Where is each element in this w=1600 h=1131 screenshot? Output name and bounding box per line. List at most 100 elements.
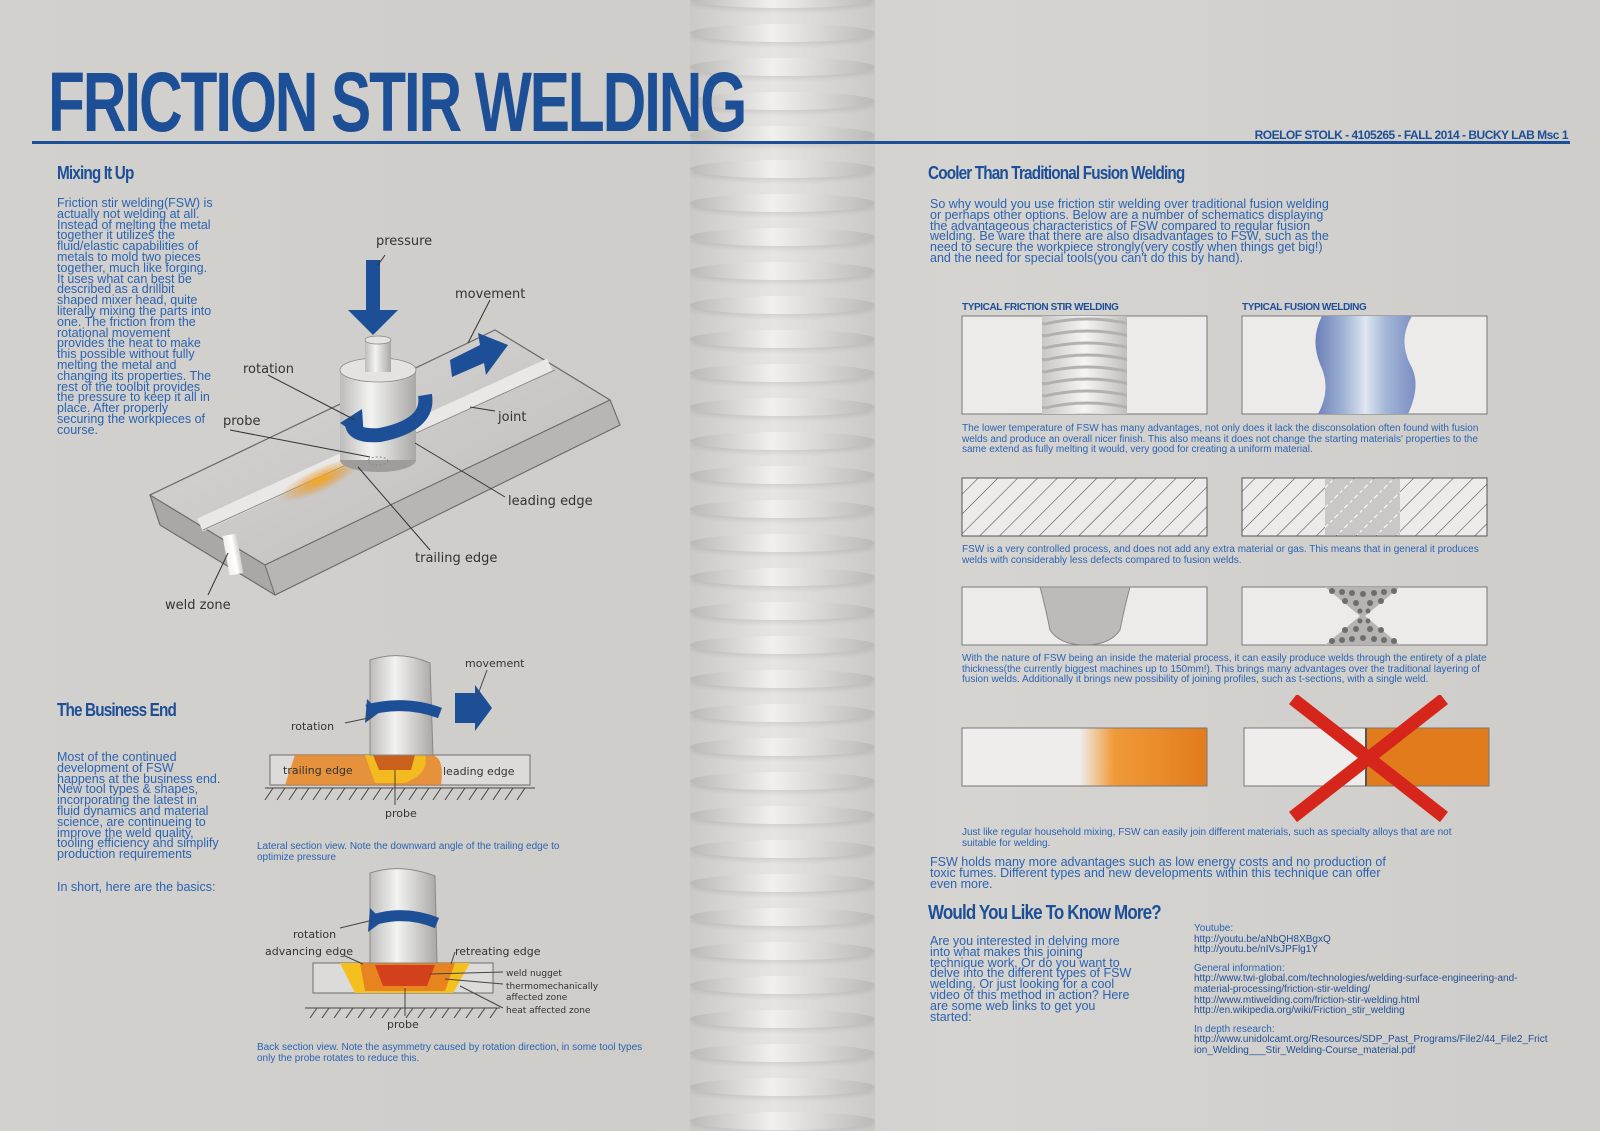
cooler-heading: Cooler Than Traditional Fusion Welding bbox=[928, 163, 1185, 183]
more-heading: Would You Like To Know More? bbox=[928, 902, 1162, 924]
back-label-advancing: advancing edge bbox=[265, 945, 353, 958]
finish-comparison bbox=[961, 315, 1488, 415]
band-ridge bbox=[690, 262, 875, 280]
band-ridge bbox=[690, 704, 875, 722]
band-ridge bbox=[690, 568, 875, 586]
youtube-label: Youtube: bbox=[1194, 923, 1234, 934]
band-ridge bbox=[690, 1112, 875, 1130]
band-ridge bbox=[690, 160, 875, 178]
band-ridge bbox=[690, 670, 875, 688]
link-general-2[interactable]: http://www.mtiwelding.com/friction-stir-… bbox=[1194, 994, 1420, 1006]
label-leading-edge: leading edge bbox=[508, 494, 593, 509]
cross-icon bbox=[1288, 695, 1449, 823]
link-youtube-1[interactable]: http://youtu.be/aNbQH8XBgxQ bbox=[1194, 933, 1331, 945]
band-ridge bbox=[690, 432, 875, 450]
band-ridge bbox=[690, 976, 875, 994]
label-movement: movement bbox=[455, 287, 525, 302]
link-youtube-2[interactable]: http://youtu.be/nIVsJPFlg1Y bbox=[1194, 944, 1318, 956]
cooler-outro: FSW holds many more advantages such as l… bbox=[930, 855, 1386, 891]
label-weld-zone: weld zone bbox=[165, 598, 231, 613]
band-ridge bbox=[690, 228, 875, 246]
back-label-thermo1: thermomechanically bbox=[506, 982, 599, 992]
mixing-text: Friction stir welding(FSW) is actually n… bbox=[57, 196, 213, 437]
band-ridge bbox=[690, 398, 875, 416]
author-credit: ROELOF STOLK - 4105265 - FALL 2014 - BUC… bbox=[1254, 128, 1569, 142]
band-ridge bbox=[690, 942, 875, 960]
decorative-weld-band bbox=[690, 0, 875, 1131]
band-ridge bbox=[690, 466, 875, 484]
rotation-arrow-icon bbox=[368, 908, 383, 932]
link-general-1[interactable]: http://www.twi-global.com/technologies/w… bbox=[1194, 973, 1518, 995]
lateral-label-rotation: rotation bbox=[291, 720, 334, 733]
band-ridge bbox=[690, 636, 875, 654]
back-label-haz: heat affected zone bbox=[506, 1006, 591, 1016]
band-ridge bbox=[690, 738, 875, 756]
page-title: FRICTION STIR WELDING bbox=[48, 55, 747, 149]
label-trailing-edge: trailing edge bbox=[415, 551, 497, 566]
band-ridge bbox=[690, 1010, 875, 1028]
movement-arrow-icon bbox=[455, 685, 492, 731]
band-ridge bbox=[690, 364, 875, 382]
pressure-arrow-icon bbox=[348, 260, 398, 335]
business-heading: The Business End bbox=[57, 700, 177, 720]
back-section-diagram: rotation advancing edge retreating edge … bbox=[265, 868, 599, 1031]
caption-materials: Just like regular household mixing, FSW … bbox=[962, 827, 1452, 849]
caption-finish: The lower temperature of FSW has many ad… bbox=[962, 423, 1479, 455]
band-ridge bbox=[690, 330, 875, 348]
band-ridge bbox=[690, 296, 875, 314]
link-depth-1[interactable]: http://www.unidolcamt.org/Resources/SDP_… bbox=[1194, 1034, 1548, 1056]
band-ridge bbox=[690, 0, 875, 8]
band-ridge bbox=[690, 806, 875, 824]
band-ridge bbox=[690, 602, 875, 620]
business-text: Most of the continued development of FSW… bbox=[57, 750, 221, 862]
caption-penetration: With the nature of FSW being an inside t… bbox=[962, 653, 1487, 685]
depth-label: In depth research: bbox=[1194, 1023, 1275, 1035]
band-ridge bbox=[690, 194, 875, 212]
more-text: Are you interested in delving more into … bbox=[930, 934, 1132, 1024]
general-label: General information: bbox=[1194, 962, 1285, 974]
back-label-rotation: rotation bbox=[293, 928, 336, 941]
defects-comparison bbox=[961, 477, 1488, 537]
label-joint: joint bbox=[497, 410, 527, 425]
fsw-main-diagram: pressure movement rotation probe joint l… bbox=[148, 234, 621, 613]
caption-defects: FSW is a very controlled process, and do… bbox=[962, 544, 1479, 566]
business-text-short: In short, here are the basics: bbox=[57, 880, 216, 894]
rotation-arrow-icon bbox=[365, 699, 380, 723]
back-label-retreating: retreating edge bbox=[455, 945, 541, 958]
label-rotation: rotation bbox=[243, 362, 294, 377]
link-general-3[interactable]: http://en.wikipedia.org/wiki/Friction_st… bbox=[1194, 1005, 1405, 1017]
links-block: Youtube: http://youtu.be/aNbQH8XBgxQ htt… bbox=[1194, 923, 1549, 1065]
band-ridge bbox=[690, 772, 875, 790]
band-ridge bbox=[690, 58, 875, 76]
lateral-label-movement: movement bbox=[465, 657, 525, 670]
band-ridge bbox=[690, 500, 875, 518]
header-rule bbox=[32, 141, 1570, 144]
band-ridge bbox=[690, 126, 875, 144]
label-typical-fusion: TYPICAL FUSION WELDING bbox=[1242, 302, 1367, 313]
band-ridge bbox=[690, 908, 875, 926]
lateral-label-probe: probe bbox=[385, 807, 417, 820]
movement-arrow-icon bbox=[450, 333, 508, 377]
back-label-probe: probe bbox=[387, 1018, 419, 1031]
band-ridge bbox=[690, 92, 875, 110]
cooler-intro: So why would you use friction stir weldi… bbox=[930, 197, 1329, 265]
back-label-thermo2: affected zone bbox=[506, 993, 568, 1003]
band-ridge bbox=[690, 1078, 875, 1096]
back-caption: Back section view. Note the asymmetry ca… bbox=[257, 1042, 643, 1064]
lateral-label-trailing: trailing edge bbox=[283, 764, 353, 777]
penetration-comparison bbox=[961, 586, 1488, 646]
band-ridge bbox=[690, 1044, 875, 1062]
band-ridge bbox=[690, 840, 875, 858]
lateral-caption: Lateral section view. Note the downward … bbox=[257, 841, 560, 863]
materials-comparison bbox=[961, 695, 1490, 823]
label-pressure: pressure bbox=[376, 234, 432, 249]
band-ridge bbox=[690, 534, 875, 552]
back-label-nugget: weld nugget bbox=[506, 969, 562, 979]
label-probe: probe bbox=[223, 414, 261, 429]
band-ridge bbox=[690, 874, 875, 892]
lateral-section-diagram: movement rotation trailing edge leading … bbox=[264, 655, 535, 820]
mixing-heading: Mixing It Up bbox=[57, 163, 134, 183]
label-typical-fsw: TYPICAL FRICTION STIR WELDING bbox=[962, 302, 1119, 313]
lateral-label-leading: leading edge bbox=[443, 765, 515, 778]
band-ridge bbox=[690, 24, 875, 42]
